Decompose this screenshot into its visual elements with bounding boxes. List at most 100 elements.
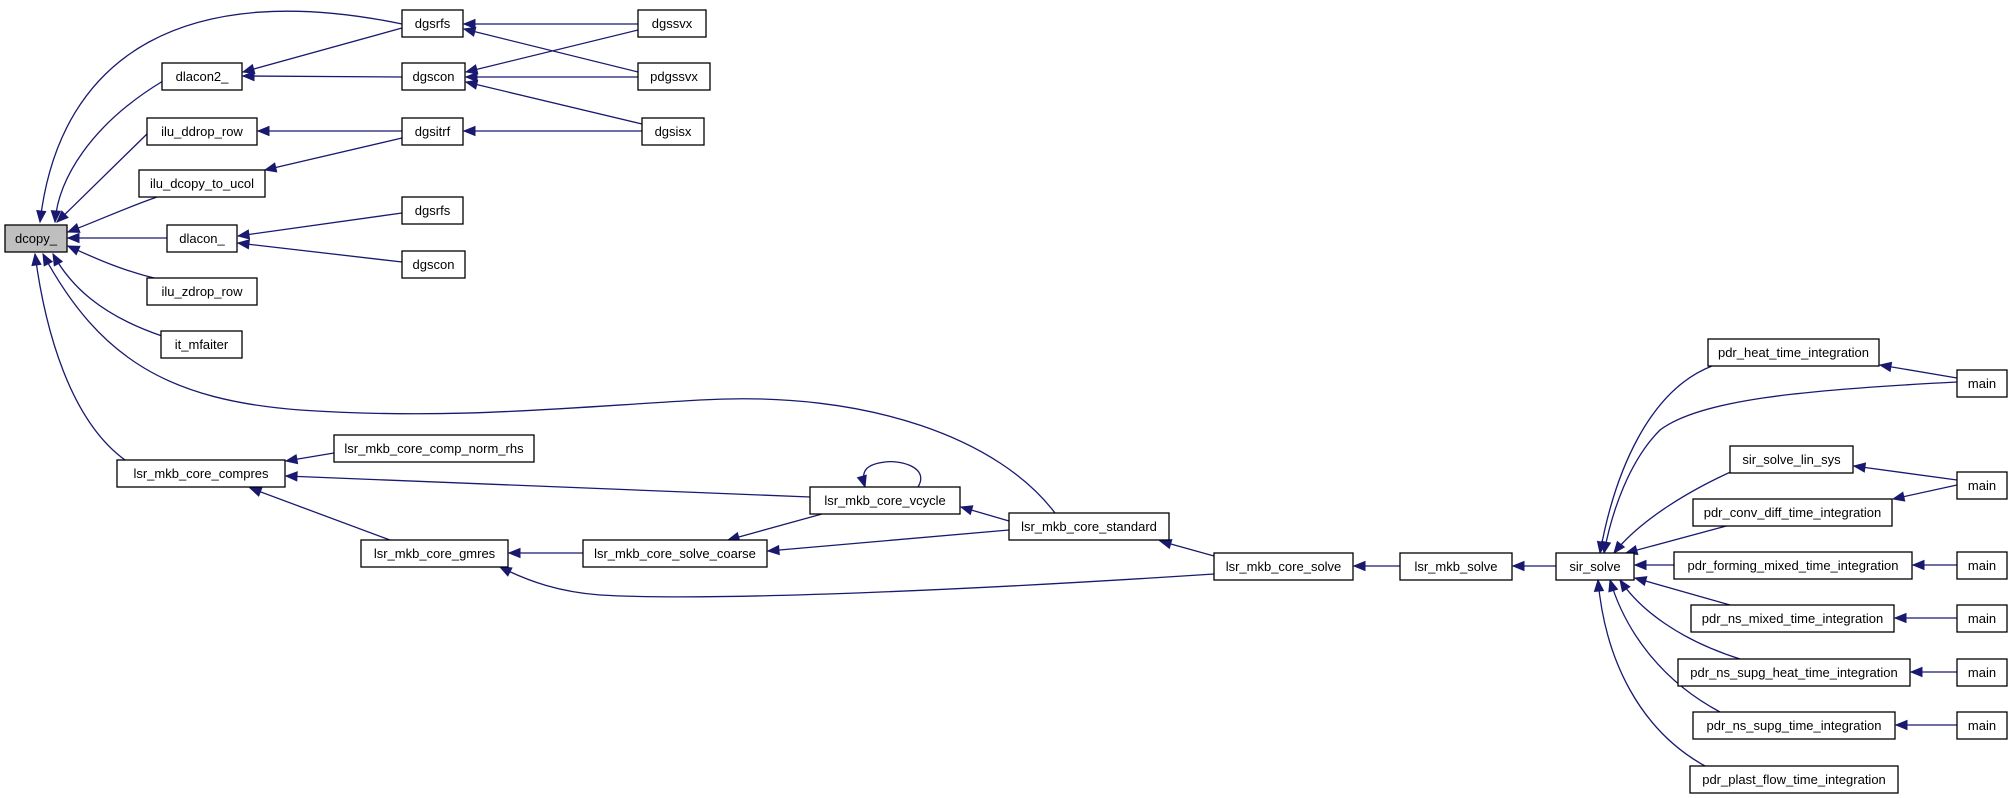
node-box[interactable] [333,434,535,463]
node-main-3[interactable]: main [1956,551,2008,580]
node-lsr-solve-coarse[interactable]: lsr_mkb_core_solve_coarse [582,539,768,568]
edge-dgssvx-to-dgscon_a [464,29,639,75]
edge-dgscon_b-to-dlacon [236,239,403,263]
node-box[interactable] [1213,552,1354,581]
node-lsr-comp-norm[interactable]: lsr_mkb_core_comp_norm_rhs [333,434,535,463]
node-box[interactable] [1707,338,1880,367]
node-lsr-vcycle[interactable]: lsr_mkb_core_vcycle [809,486,961,515]
edge-line [285,475,811,498]
node-box[interactable] [146,277,258,306]
node-box[interactable] [1692,711,1896,740]
node-dlacon[interactable]: dlacon_ [166,224,238,253]
node-box[interactable] [637,9,707,38]
node-dgsrfs-b[interactable]: dgsrfs [401,196,464,225]
node-dgssvx[interactable]: dgssvx [637,9,707,38]
node-label: lsr_mkb_core_solve_coarse [594,546,756,561]
node-box[interactable] [637,62,711,91]
node-box[interactable] [641,117,705,146]
node-box[interactable] [116,459,286,488]
node-pdgssvx[interactable]: pdgssvx [637,62,711,91]
node-pdr-ns-mixed[interactable]: pdr_ns_mixed_time_integration [1690,604,1895,633]
node-box[interactable] [1956,711,2008,740]
node-box[interactable] [1956,658,2008,687]
node-label: pdr_heat_time_integration [1718,345,1869,360]
node-box[interactable] [1008,512,1170,541]
arrow-head-icon [462,18,476,30]
node-main-5[interactable]: main [1956,658,2008,687]
node-sir-solve[interactable]: sir_solve [1555,552,1635,581]
node-box[interactable] [1956,551,2008,580]
node-lsr-core-solve[interactable]: lsr_mkb_core_solve [1213,552,1354,581]
node-dlacon2[interactable]: dlacon2_ [161,62,243,91]
node-ilu-zdrop[interactable]: ilu_zdrop_row [146,277,258,306]
node-box[interactable] [1956,369,2008,398]
node-box[interactable] [1956,604,2008,633]
node-box[interactable] [1673,551,1913,580]
node-pdr-conv[interactable]: pdr_conv_diff_time_integration [1692,498,1893,527]
node-label: lsr_mkb_core_compres [133,466,269,481]
node-pdr-plast[interactable]: pdr_plast_flow_time_integration [1689,765,1899,794]
node-box[interactable] [360,539,509,568]
edge-line [264,137,403,171]
edge-line [1597,579,1706,767]
node-dcopy[interactable]: dcopy_ [4,224,68,253]
node-box[interactable] [138,169,266,198]
arrow-head-icon [236,239,250,250]
edge-pdgssvx-to-dgscon_a [464,71,638,83]
node-box[interactable] [401,196,464,225]
node-label: sir_solve [1569,559,1620,574]
node-box[interactable] [809,486,961,515]
arrow-head-icon [1593,578,1605,592]
arrow-head-icon [498,566,513,577]
node-dgsrfs-a[interactable]: dgsrfs [401,9,464,38]
node-box[interactable] [160,330,243,359]
node-box[interactable] [401,62,466,91]
node-main-6[interactable]: main [1956,711,2008,740]
node-lsr-compres[interactable]: lsr_mkb_core_compres [116,459,286,488]
node-lsr-solve[interactable]: lsr_mkb_solve [1399,552,1513,581]
node-box[interactable] [4,224,68,253]
arrow-head-icon [464,79,479,90]
node-sir-lin[interactable]: sir_solve_lin_sys [1729,445,1854,474]
node-box[interactable] [582,539,768,568]
node-lsr-gmres[interactable]: lsr_mkb_core_gmres [360,539,509,568]
node-it-mfaiter[interactable]: it_mfaiter [160,330,243,359]
edge-lsr_vcycle-to-lsr_solve_coarse [726,513,823,542]
node-box[interactable] [1729,445,1854,474]
node-ilu-dcopy[interactable]: ilu_dcopy_to_ucol [138,169,266,198]
node-dgscon-a[interactable]: dgscon [401,62,466,91]
node-box[interactable] [1690,604,1895,633]
node-main-2[interactable]: main [1956,471,2008,500]
node-box[interactable] [1677,658,1911,687]
node-box[interactable] [1956,471,2008,500]
node-box[interactable] [146,117,258,146]
node-dgsitrf[interactable]: dgsitrf [401,117,464,146]
node-pdr-ns-supg[interactable]: pdr_ns_supg_time_integration [1692,711,1896,740]
node-lsr-standard[interactable]: lsr_mkb_core_standard [1008,512,1170,541]
node-pdr-forming[interactable]: pdr_forming_mixed_time_integration [1673,551,1913,580]
node-pdr-heat[interactable]: pdr_heat_time_integration [1707,338,1880,367]
node-box[interactable] [1555,552,1635,581]
node-ilu-ddrop[interactable]: ilu_ddrop_row [146,117,258,146]
node-label: pdr_plast_flow_time_integration [1702,772,1886,787]
node-box[interactable] [1689,765,1899,794]
node-box[interactable] [1692,498,1893,527]
node-box[interactable] [161,62,243,91]
arrow-head-icon [284,453,299,465]
node-main-1[interactable]: main [1956,369,2008,398]
arrow-head-icon [256,125,270,137]
arrow-head-icon [1909,666,1923,678]
node-box[interactable] [401,117,464,146]
node-label: dgsrfs [415,16,451,31]
node-pdr-ns-supg-heat[interactable]: pdr_ns_supg_heat_time_integration [1677,658,1911,687]
node-box[interactable] [401,9,464,38]
node-dgscon-b[interactable]: dgscon [401,250,466,279]
node-box[interactable] [166,224,238,253]
node-dgsisx[interactable]: dgsisx [641,117,705,146]
node-box[interactable] [401,250,466,279]
node-label: lsr_mkb_core_comp_norm_rhs [344,441,524,456]
node-main-4[interactable]: main [1956,604,2008,633]
edge-main_3-to-pdr_forming [1911,559,1957,571]
node-box[interactable] [1399,552,1513,581]
edge-line [1613,469,1736,554]
